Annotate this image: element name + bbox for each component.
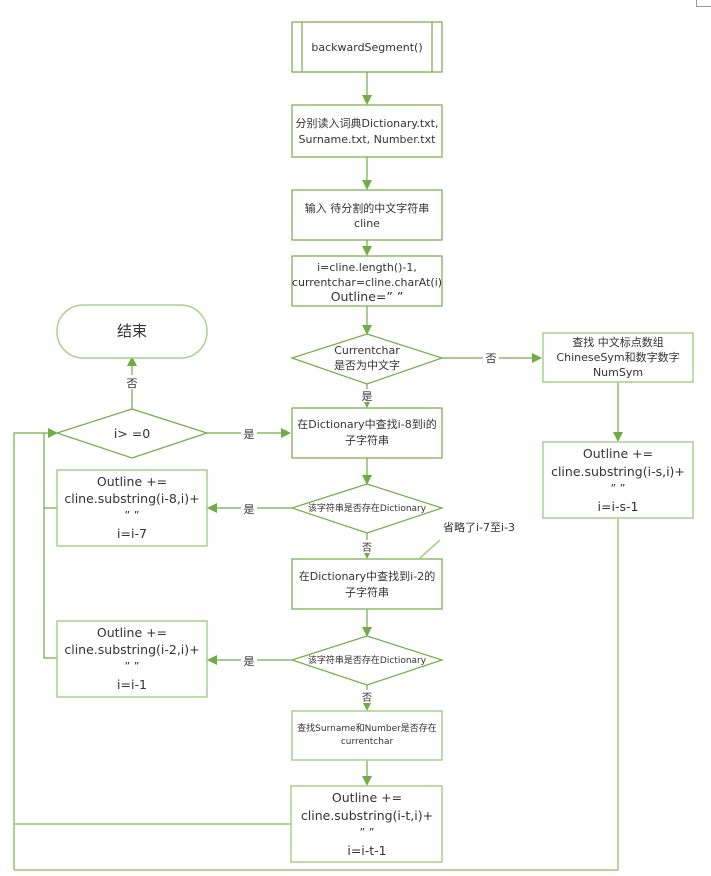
- node-append-i2: Outline += cline.substring(i-2,i)+ ” ” i…: [56, 620, 208, 698]
- read-dicts-line-2: Surname.txt, Number.txt: [299, 133, 437, 146]
- input-string-line-2: cline: [354, 217, 380, 230]
- append-i8-line-4: i=i-7: [117, 526, 147, 541]
- exists-i2-label: 该字符串是否存在Dictionary: [308, 654, 427, 666]
- label-exists-i2-no: 否: [362, 692, 372, 704]
- read-dicts-line-1: 分别读入词典Dictionary.txt,: [296, 116, 439, 130]
- node-find-symbols: 查找 中文标点数组 ChineseSym和数字数字 NumSym: [542, 332, 694, 383]
- node-find-surname-number: 查找Surname和Number是否存在 currentchar: [291, 710, 443, 761]
- append-t-line-4: i=i-t-1: [347, 843, 386, 858]
- append-i2-line-3: ” ”: [125, 660, 140, 673]
- find-surname-number-line-1: 查找Surname和Number是否存在: [297, 722, 437, 734]
- node-is-chinese: Currentchar 是否为中文字: [290, 333, 444, 385]
- init-vars-line-2: currentchar=cline.charAt(i): [292, 276, 442, 289]
- is-chinese-line-1: Currentchar: [334, 344, 400, 357]
- annotation-omitted: 省略了i-7至i-3: [443, 520, 515, 534]
- label-exists-i8-no: 否: [362, 542, 372, 554]
- append-sym-line-2: cline.substring(i-s,i)+: [551, 464, 685, 479]
- edge-outer-loop: [13, 428, 58, 870]
- node-append-i8: Outline += cline.substring(i-8,i)+ ” ” i…: [56, 469, 208, 547]
- append-i8-line-3: ” ”: [125, 509, 140, 522]
- node-loop-check: i> =0: [55, 408, 209, 459]
- append-t-line-2: cline.substring(i-t,i)+: [301, 808, 433, 823]
- label-loop-yes: 是: [244, 428, 255, 441]
- find-symbols-line-1: 查找 中文标点数组: [572, 335, 664, 349]
- input-string-line-1: 输入 待分割的中文字符串: [305, 201, 430, 215]
- loop-check-label: i> =0: [114, 426, 150, 441]
- find-i8-line-1: 在Dictionary中查找i-8到i的: [297, 417, 437, 431]
- append-i2-line-2: cline.substring(i-2,i)+: [64, 642, 199, 657]
- append-i2-line-1: Outline +=: [97, 625, 167, 640]
- annotation-leader: [419, 539, 441, 559]
- edge-appendi2-loopback: [43, 508, 57, 659]
- find-symbols-line-2: ChineseSym和数字数字: [556, 350, 679, 364]
- label-is-chinese-no: 否: [486, 352, 497, 365]
- node-read-dicts: 分别读入词典Dictionary.txt, Surname.txt, Numbe…: [291, 104, 443, 158]
- edge-appendi8-loopback: [43, 433, 57, 509]
- exists-i8-label: 该字符串是否存在Dictionary: [308, 502, 427, 514]
- label-exists-i8-yes: 是: [244, 503, 255, 516]
- append-sym-line-4: i=i-s-1: [598, 499, 639, 514]
- is-chinese-line-2: 是否为中文字: [334, 358, 400, 372]
- append-t-line-1: Outline +=: [332, 790, 402, 805]
- node-start: backwardSegment(): [291, 21, 443, 73]
- find-surname-number-line-2: currentchar: [341, 737, 394, 747]
- node-input-string: 输入 待分割的中文字符串 cline: [291, 189, 443, 241]
- node-append-t: Outline += cline.substring(i-t,i)+ ” ” i…: [290, 785, 443, 863]
- find-i8-line-2: 子字符串: [345, 433, 389, 447]
- node-append-sym: Outline += cline.substring(i-s,i)+ ” ” i…: [542, 441, 694, 519]
- append-t-line-3: ” ”: [360, 826, 375, 839]
- node-find-i2: 在Dictionary中查找到i-2的 子字符串: [291, 558, 443, 610]
- edge-append-sym-loopback: [14, 518, 619, 871]
- node-exists-i2: 该字符串是否存在Dictionary: [290, 635, 444, 686]
- label-is-chinese-yes: 是: [362, 390, 373, 403]
- init-vars-line-1: i=cline.length()-1,: [317, 261, 417, 274]
- append-i2-line-4: i=i-1: [117, 677, 147, 692]
- append-i8-line-1: Outline +=: [97, 474, 167, 489]
- label-loop-no: 否: [127, 377, 138, 390]
- end-label: 结束: [117, 322, 147, 340]
- start-label: backwardSegment(): [311, 41, 422, 54]
- find-i2-line-1: 在Dictionary中查找到i-2的: [299, 569, 435, 583]
- append-sym-line-1: Outline +=: [583, 446, 653, 461]
- node-find-i8: 在Dictionary中查找i-8到i的 子字符串: [291, 407, 443, 459]
- node-init-vars: i=cline.length()-1, currentchar=cline.ch…: [291, 255, 443, 307]
- append-sym-line-3: ” ”: [611, 482, 626, 495]
- window-corner-mark: [696, 0, 711, 7]
- append-i8-line-2: cline.substring(i-8,i)+: [64, 491, 199, 506]
- init-vars-line-3: Outline=” ”: [331, 289, 404, 304]
- find-i2-line-2: 子字符串: [345, 585, 389, 599]
- node-exists-i8: 该字符串是否存在Dictionary: [290, 483, 444, 534]
- find-symbols-line-3: NumSym: [593, 366, 643, 379]
- node-end: 结束: [56, 304, 208, 359]
- label-exists-i2-yes: 是: [244, 655, 255, 668]
- edge-labels: 否 是 否 是 是 否 是 否: [124, 350, 499, 704]
